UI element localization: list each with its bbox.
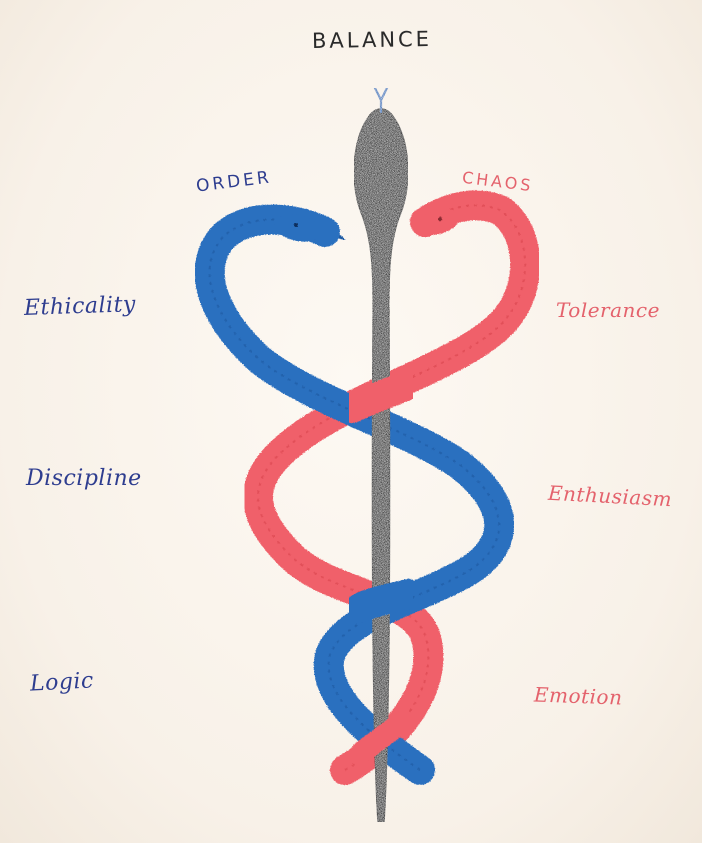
trait-emotion: Emotion (534, 682, 623, 709)
trait-ethicality: Ethicality (24, 292, 137, 321)
balance-title: BALANCE (312, 27, 432, 53)
trait-logic: Logic (29, 668, 94, 696)
trait-discipline: Discipline (26, 466, 142, 491)
trait-tolerance: Tolerance (556, 298, 660, 322)
